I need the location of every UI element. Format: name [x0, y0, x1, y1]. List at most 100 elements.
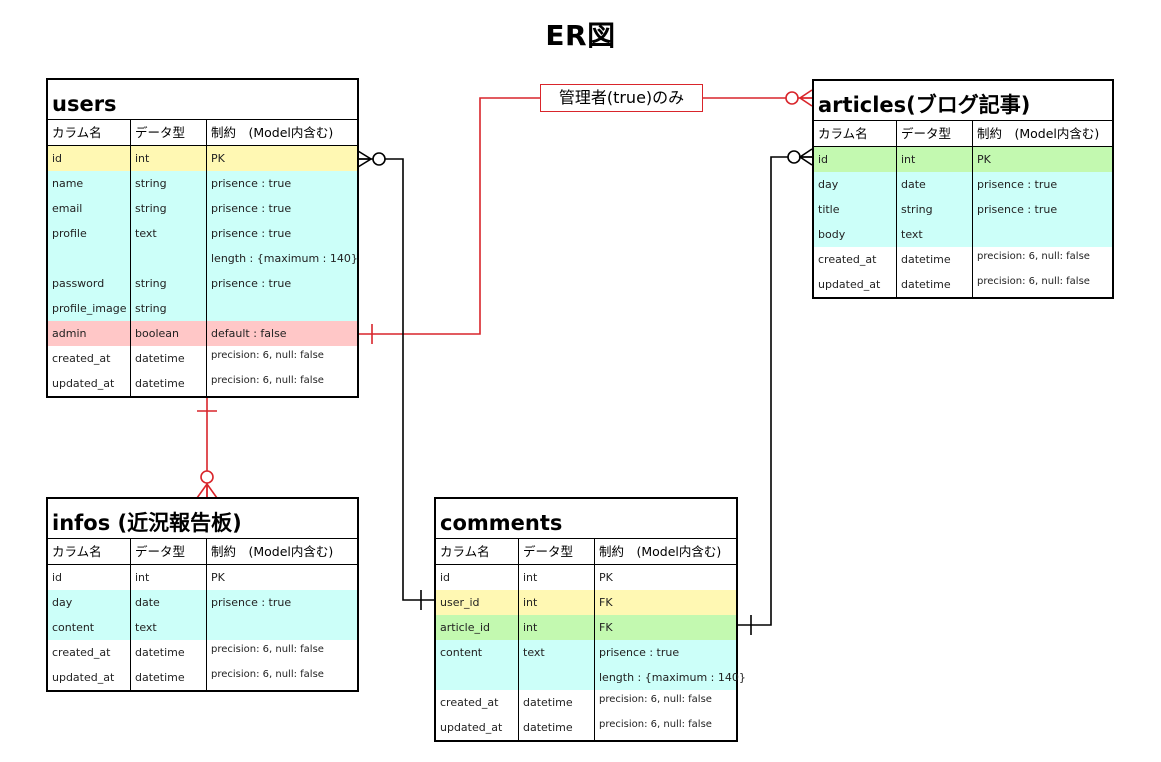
column-header-type: データ型	[131, 539, 207, 564]
cell-column-name: password	[48, 271, 131, 296]
column-header-name: カラム名	[48, 120, 131, 145]
table-row: length : {maximum : 140}	[436, 665, 746, 690]
cell-data-type: date	[897, 172, 973, 197]
cell-constraint: length : {maximum : 140}	[211, 252, 358, 265]
cell-constraint: precision: 6, null: false	[599, 694, 712, 705]
cell-constraint	[207, 615, 357, 640]
column-header-name: カラム名	[436, 539, 519, 564]
cell-constraint: length : {maximum : 140}	[599, 671, 746, 684]
entity-name: users	[48, 80, 357, 120]
column-header-name: カラム名	[48, 539, 131, 564]
cell-column-name: title	[814, 197, 897, 222]
cell-constraint: precision: 6, null: false	[211, 350, 324, 361]
cell-column-name: id	[48, 146, 131, 171]
cell-data-type: text	[131, 615, 207, 640]
cell-data-type: string	[131, 171, 207, 196]
column-header-row: カラム名 データ型 制約 (Model内含む)	[48, 120, 357, 146]
cell-data-type: datetime	[131, 346, 207, 371]
cell-column-name: updated_at	[48, 665, 131, 690]
cell-data-type: datetime	[897, 272, 973, 297]
cell-data-type: boolean	[131, 321, 207, 346]
cell-column-name: created_at	[436, 690, 519, 715]
cell-data-type: string	[897, 197, 973, 222]
cell-column-name: content	[48, 615, 131, 640]
cell-constraint: precision: 6, null: false	[211, 375, 324, 386]
cell-constraint	[973, 222, 1112, 247]
cell-data-type: int	[519, 615, 595, 640]
column-header-row: カラム名 データ型 制約 (Model内含む)	[48, 539, 357, 565]
cell-data-type: string	[131, 271, 207, 296]
cell-column-name: created_at	[48, 640, 131, 665]
cell-column-name: body	[814, 222, 897, 247]
cell-data-type: text	[519, 640, 595, 665]
cell-data-type: datetime	[519, 715, 595, 740]
entity-infos: infos (近況報告板) カラム名 データ型 制約 (Model内含む) id…	[46, 497, 359, 692]
cell-constraint: prisence : true	[211, 227, 292, 240]
cell-constraint: PK	[211, 571, 225, 584]
cell-column-name: email	[48, 196, 131, 221]
cell-data-type: datetime	[131, 665, 207, 690]
zero-marker-articles-id	[787, 150, 801, 164]
cell-constraint: prisence : true	[211, 177, 292, 190]
cell-column-name: updated_at	[436, 715, 519, 740]
cell-data-type: int	[131, 565, 207, 590]
cell-column-name: updated_at	[48, 371, 131, 396]
cell-column-name: day	[814, 172, 897, 197]
cell-data-type	[519, 665, 595, 690]
cell-column-name: profile	[48, 221, 131, 246]
cell-constraint: PK	[977, 153, 991, 166]
cell-column-name: created_at	[48, 346, 131, 371]
cell-constraint: FK	[599, 596, 613, 609]
entity-name: comments	[436, 499, 736, 539]
cell-constraint: precision: 6, null: false	[211, 644, 324, 655]
cell-constraint: precision: 6, null: false	[599, 719, 712, 730]
column-header-constraint: 制約 (Model内含む)	[211, 125, 334, 140]
cell-data-type: int	[131, 146, 207, 171]
cell-data-type: datetime	[897, 247, 973, 272]
cell-constraint	[207, 296, 357, 321]
many-marker-users	[357, 150, 373, 168]
cell-data-type	[131, 246, 207, 271]
cell-constraint: precision: 6, null: false	[977, 276, 1090, 287]
cell-data-type: text	[131, 221, 207, 246]
cell-column-name	[48, 246, 131, 271]
column-header-constraint: 制約 (Model内含む)	[211, 544, 334, 559]
cell-data-type: datetime	[131, 371, 207, 396]
cell-constraint: FK	[599, 621, 613, 634]
cell-constraint: default : false	[211, 327, 287, 340]
cell-data-type: datetime	[519, 690, 595, 715]
cell-column-name: id	[48, 565, 131, 590]
entity-name: infos (近況報告板)	[48, 499, 357, 539]
relation-articles-comments	[737, 156, 812, 626]
cell-column-name: article_id	[436, 615, 519, 640]
column-header-constraint: 制約 (Model内含む)	[977, 126, 1100, 141]
cell-constraint: prisence : true	[599, 646, 680, 659]
table-row: length : {maximum : 140}	[48, 246, 358, 271]
cell-data-type: string	[131, 196, 207, 221]
